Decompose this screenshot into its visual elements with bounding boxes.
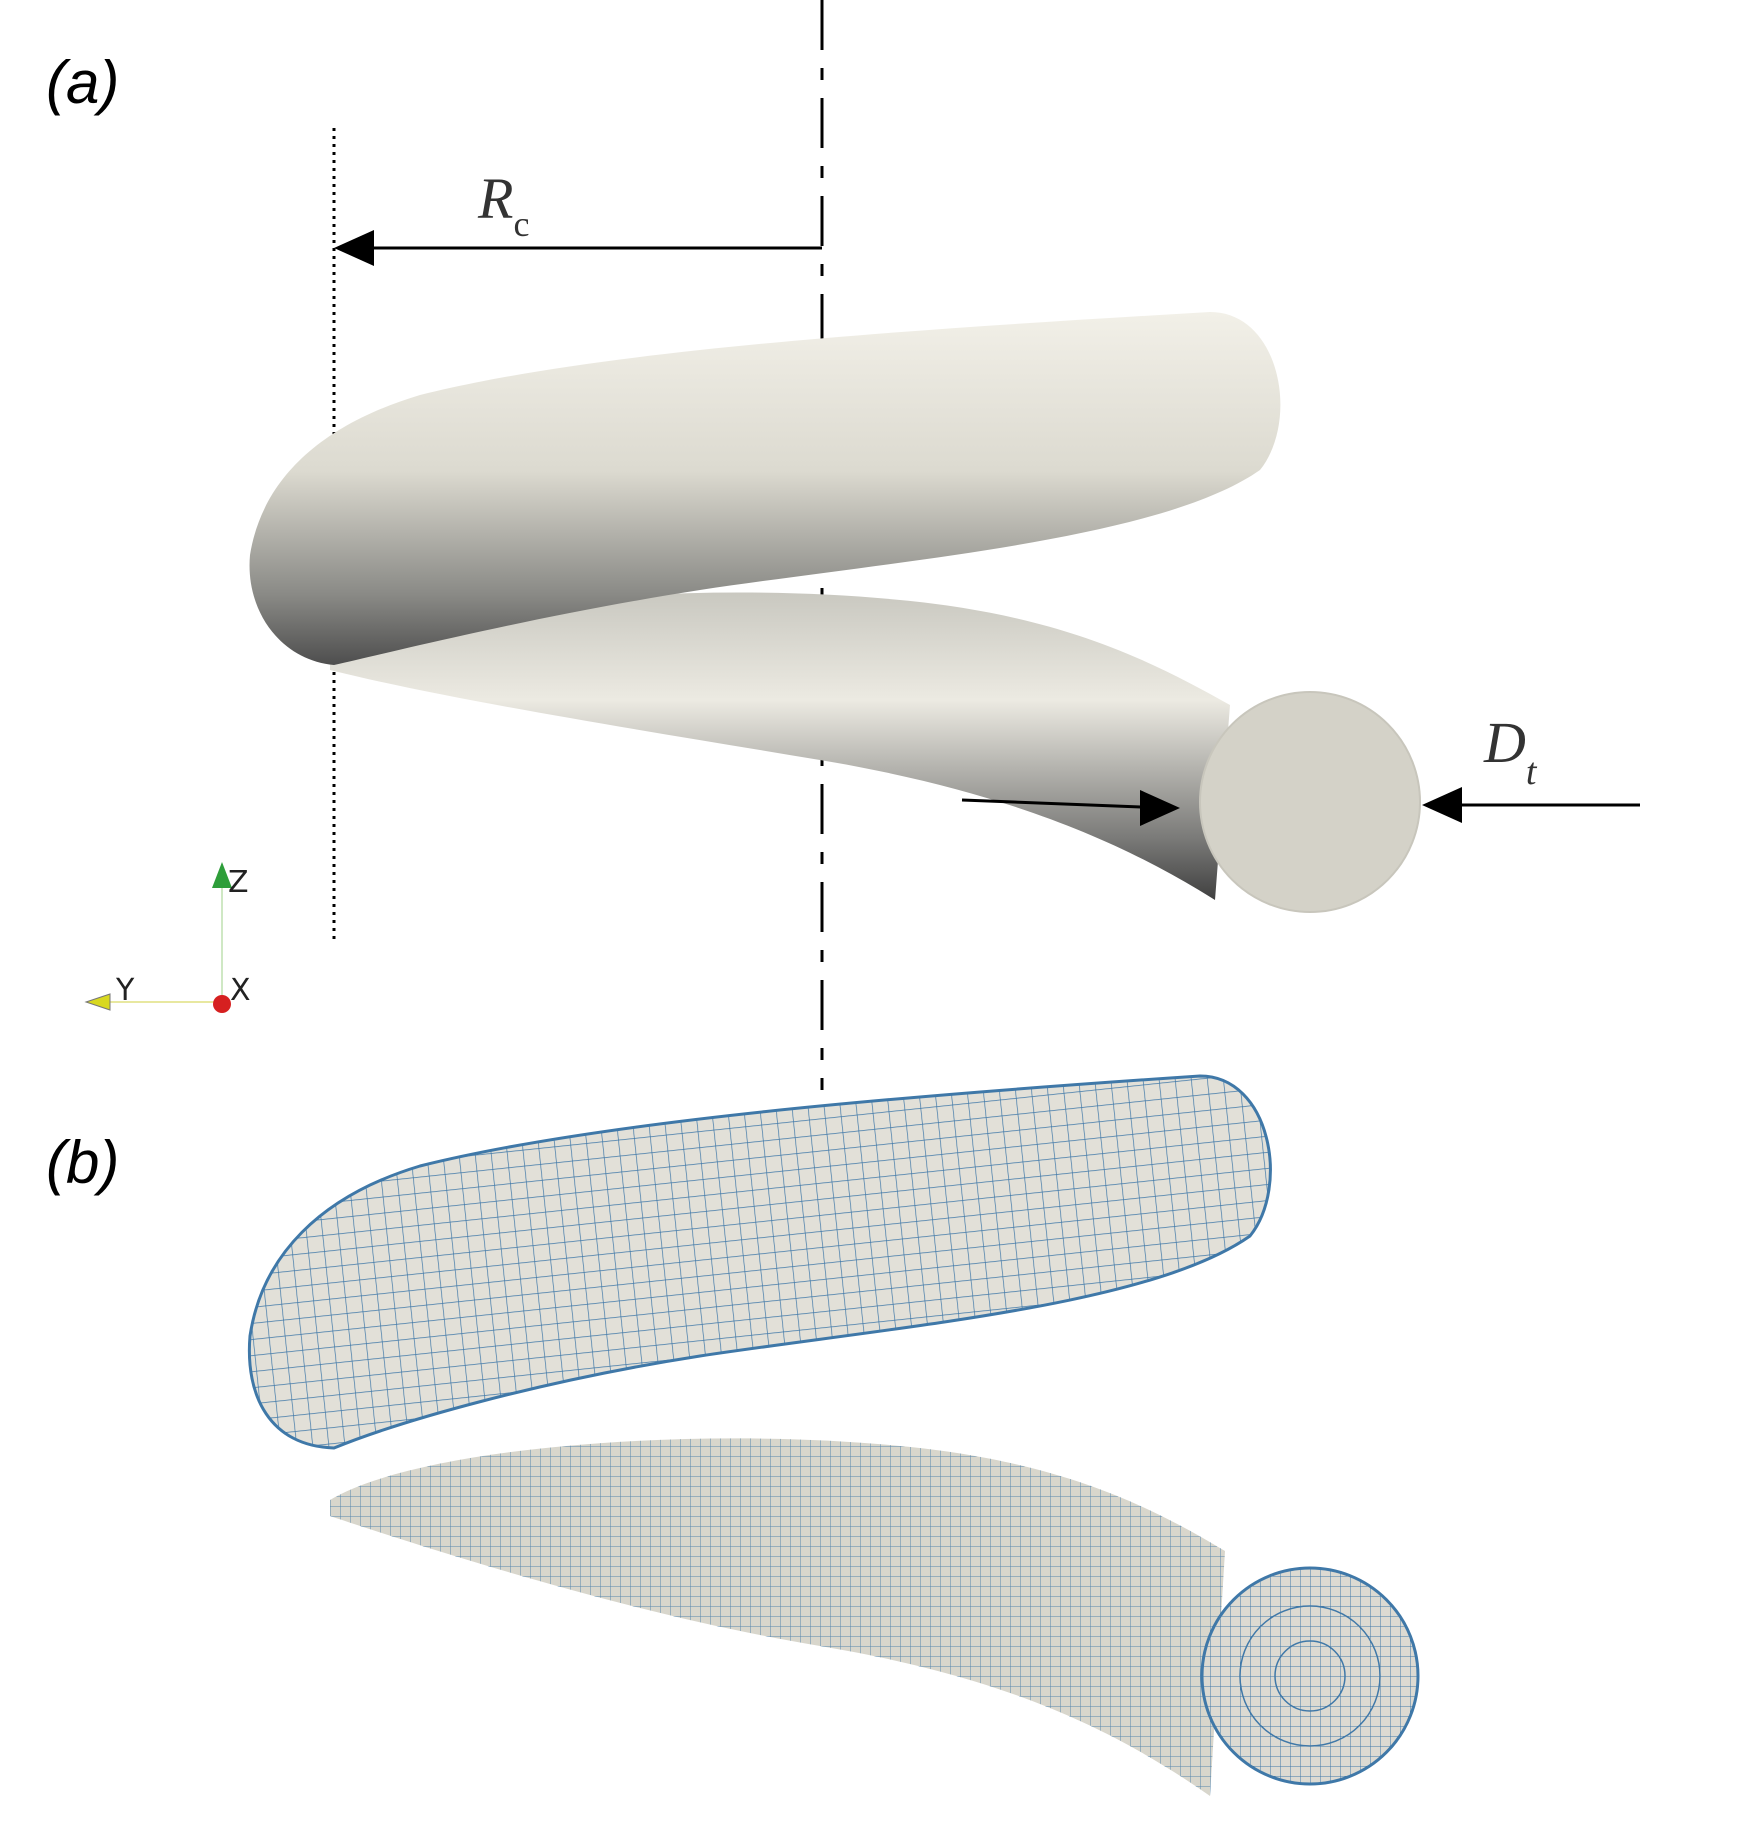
y-axis-arrow-icon bbox=[84, 993, 111, 1011]
upper-tube-segment bbox=[249, 312, 1281, 665]
panel-label-a: (a) bbox=[46, 49, 120, 116]
panel-a-geometry: Rc Dt Z Y X bbox=[84, 0, 1640, 1090]
tube-diameter-arrow-left bbox=[961, 798, 1169, 810]
tube-diameter-arrowhead-right bbox=[1422, 787, 1462, 823]
coil-radius-arrowhead bbox=[334, 230, 374, 266]
tube-end-face bbox=[1199, 691, 1421, 913]
z-axis-label: Z bbox=[228, 865, 249, 900]
x-axis-dot-icon bbox=[213, 995, 231, 1013]
y-axis-label: Y bbox=[115, 973, 135, 1008]
panel-label-b: (b) bbox=[46, 1129, 120, 1196]
axes-triad: Z Y X bbox=[84, 862, 251, 1013]
tube-diameter-arrowhead-left bbox=[1140, 790, 1180, 826]
x-axis-label: X bbox=[230, 973, 251, 1008]
z-axis-arrow-icon bbox=[212, 862, 232, 888]
lower-tube-segment bbox=[330, 592, 1230, 900]
panel-b-mesh bbox=[247, 1074, 1420, 1796]
coil-radius-label: Rc bbox=[477, 166, 529, 244]
tube-diameter-label: Dt bbox=[1483, 710, 1538, 793]
